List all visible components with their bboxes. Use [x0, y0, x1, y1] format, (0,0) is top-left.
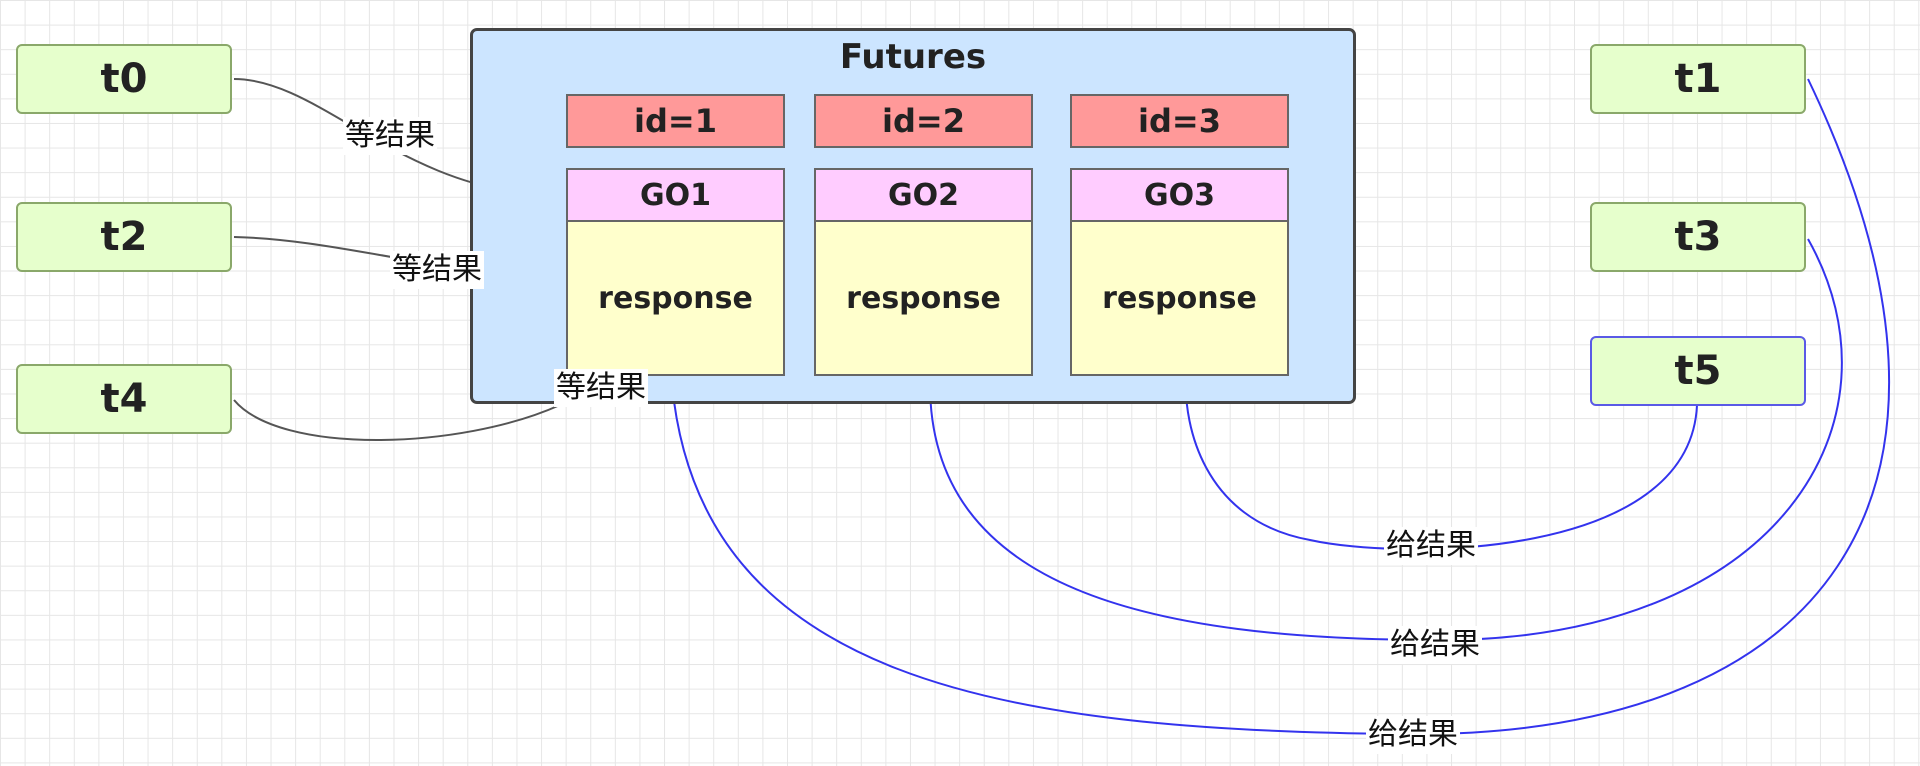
- thread-t3: t3: [1590, 202, 1806, 272]
- edge-label-wait-t0: 等结果: [343, 117, 437, 155]
- guarded-object-3: GO3: [1070, 168, 1289, 222]
- edge-label-wait-t4: 等结果: [554, 369, 648, 407]
- response-box-2: response: [814, 222, 1033, 376]
- response-box-1: response: [566, 222, 785, 376]
- edge-label-give-t1: 给结果: [1366, 716, 1460, 754]
- thread-t4: t4: [16, 364, 232, 434]
- thread-t0: t0: [16, 44, 232, 114]
- edge-label-give-t5: 给结果: [1384, 527, 1478, 565]
- edge-t5-response3: [1180, 383, 1698, 551]
- response-box-3: response: [1070, 222, 1289, 376]
- thread-t2: t2: [16, 202, 232, 272]
- thread-t1: t1: [1590, 44, 1806, 114]
- guarded-object-2: GO2: [814, 168, 1033, 222]
- edge-label-give-t3: 给结果: [1388, 626, 1482, 664]
- id-box-3: id=3: [1070, 94, 1289, 148]
- id-box-2: id=2: [814, 94, 1033, 148]
- futures-title: Futures: [839, 37, 987, 77]
- id-box-1: id=1: [566, 94, 785, 148]
- thread-t5: t5: [1590, 336, 1806, 406]
- guarded-object-1: GO1: [566, 168, 785, 222]
- edge-label-wait-t2: 等结果: [390, 251, 484, 289]
